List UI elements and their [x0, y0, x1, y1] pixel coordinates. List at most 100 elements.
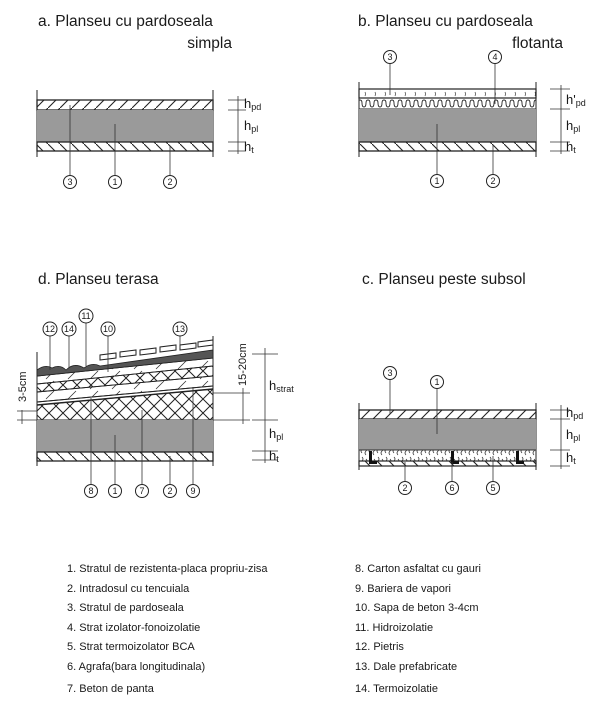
layer-vapor-barrier: [36, 388, 214, 406]
layer-floor-finish: [36, 99, 214, 111]
svg-text:1: 1: [434, 176, 439, 186]
dim-hpd: hpd: [566, 405, 583, 421]
legend-item: 1. Stratul de rezistenta-placa propriu-z…: [67, 563, 268, 575]
marker-14: 14: [61, 321, 77, 337]
legend-item: 5. Strat termoizolator BCA: [67, 641, 195, 653]
layer-plaster: [36, 451, 214, 462]
diagram-b: b. Planseu cu pardoseala flotanta 3 4 1 …: [358, 13, 586, 188]
dim-hpd: hpd: [244, 96, 261, 112]
marker-11: 11: [78, 308, 94, 324]
svg-text:3: 3: [67, 177, 72, 187]
dim-ht: ht: [269, 448, 279, 464]
dim-ht: ht: [566, 450, 576, 466]
layer-gravel: [36, 349, 214, 377]
dimension-lines-a: [228, 96, 246, 154]
diagram-a: a. Planseu cu pardoseala simpla 3 1 2 hp…: [36, 13, 261, 189]
svg-text:10: 10: [103, 324, 113, 334]
marker-5: 5: [486, 481, 500, 495]
svg-text:14: 14: [64, 324, 74, 334]
dimension-3-5cm: [17, 410, 37, 424]
diagram-a-title: a. Planseu cu pardoseala: [38, 13, 213, 30]
dimension-lines-c: [550, 405, 570, 469]
layer-floor-finish: [358, 409, 537, 420]
marker-3: 3: [383, 50, 397, 64]
diagram-b-title-line2: flotanta: [512, 35, 563, 52]
svg-text:12: 12: [45, 324, 55, 334]
svg-text:1: 1: [434, 377, 439, 387]
marker-1: 1: [108, 175, 122, 189]
diagram-c: c. Planseu peste subsol 3 1 2 6 5 hpd: [358, 271, 583, 495]
dim-ht: ht: [244, 139, 254, 155]
layer-plaster: [358, 460, 537, 467]
legend-item: 4. Strat izolator-fonoizolatie: [67, 621, 201, 634]
svg-text:1: 1: [112, 486, 117, 496]
layer-concrete-slab: [359, 109, 536, 142]
svg-text:6: 6: [449, 483, 454, 493]
legend-item: 8. Carton asfaltat cu gauri: [355, 563, 481, 575]
legend-item: 6. Agrafa(bara longitudinala): [67, 660, 206, 673]
svg-text:8: 8: [88, 486, 93, 496]
layer-plaster: [36, 141, 214, 152]
svg-text:5: 5: [490, 483, 495, 493]
marker-9: 9: [186, 484, 200, 498]
longitudinal-clips: [369, 451, 524, 464]
svg-text:1: 1: [112, 177, 117, 187]
legend-left: 1. Stratul de rezistenta-placa propriu-z…: [67, 560, 268, 700]
marker-2: 2: [163, 175, 177, 189]
marker-1: 1: [108, 484, 122, 498]
dim-hpl: hpl: [566, 427, 580, 443]
legend-item: 14. Termoizolatie: [355, 683, 438, 695]
marker-4: 4: [488, 50, 502, 64]
dim-hpl: hpl: [566, 118, 580, 134]
diagram-c-title: c. Planseu peste subsol: [362, 271, 526, 288]
dim-ht: ht: [566, 139, 576, 155]
dimension-lines-d: [252, 348, 278, 463]
marker-1: 1: [430, 174, 444, 188]
marker-1: 1: [430, 375, 444, 389]
dim-hstrat: hstrat: [269, 378, 294, 394]
layer-sound-insulation: [358, 97, 537, 110]
marker-12: 12: [42, 321, 58, 337]
legend-item: 9. Bariera de vapori: [355, 582, 451, 595]
dim-3-5cm: 3-5cm: [17, 371, 29, 402]
dim-15-20cm: 15-20cm: [237, 343, 249, 386]
legend-item: 10. Sapa de beton 3-4cm: [355, 602, 479, 614]
svg-text:2: 2: [167, 177, 172, 187]
legend-item: 2. Intradosul cu tencuiala: [67, 582, 190, 595]
layer-precast-tiles: [99, 339, 214, 361]
marker-3: 3: [63, 175, 77, 189]
layer-concrete-slab: [37, 420, 213, 452]
marker-3: 3: [383, 366, 397, 380]
legend-item: 13. Dale prefabricate: [355, 660, 458, 673]
layer-plaster: [358, 141, 537, 152]
svg-text:11: 11: [81, 311, 90, 321]
dimension-lines-b: [550, 85, 570, 154]
legend-item: 11. Hidroizolatie: [355, 621, 434, 634]
svg-text:3: 3: [387, 368, 392, 378]
marker-2: 2: [398, 481, 412, 495]
legend-item: 7. Beton de panta: [67, 683, 154, 695]
legend-item: 12. Pietris: [355, 641, 404, 653]
legend-right: 8. Carton asfaltat cu gauri 9. Bariera d…: [355, 560, 481, 700]
marker-2: 2: [486, 174, 500, 188]
svg-text:2: 2: [402, 483, 407, 493]
layer-concrete-slab: [359, 419, 536, 450]
dimension-15-20cm: [213, 388, 250, 424]
svg-text:13: 13: [175, 324, 185, 334]
marker-2: 2: [163, 484, 177, 498]
marker-10: 10: [100, 321, 116, 337]
dim-hpl: hpl: [244, 118, 258, 134]
svg-text:2: 2: [490, 176, 495, 186]
diagram-a-title-line2: simpla: [187, 35, 232, 52]
layer-concrete-slab: [37, 110, 213, 142]
svg-text:3: 3: [387, 52, 392, 62]
diagram-d-title: d. Planseu terasa: [38, 271, 159, 288]
diagram-d: d. Planseu terasa 12: [17, 271, 294, 498]
dim-h-prime-pd: h'pd: [566, 92, 586, 108]
svg-text:2: 2: [167, 486, 172, 496]
marker-8: 8: [84, 484, 98, 498]
dim-hpl: hpl: [269, 426, 283, 442]
marker-6: 6: [445, 481, 459, 495]
layer-bca-insulation: [358, 449, 537, 462]
